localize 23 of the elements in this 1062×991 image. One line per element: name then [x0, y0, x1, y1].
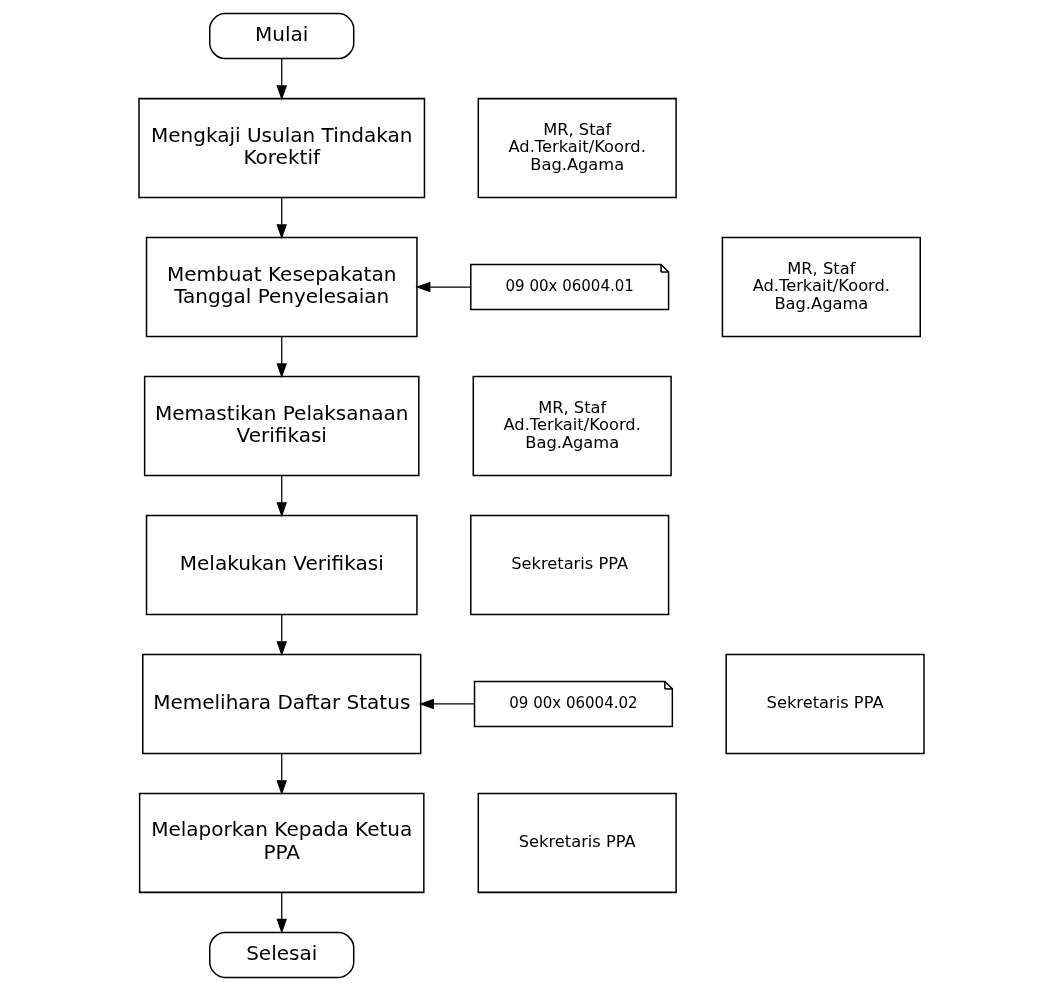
arrow	[275, 58, 287, 101]
arrow	[275, 614, 287, 657]
node-box: Sekretaris PPA	[469, 514, 669, 616]
arrow	[275, 197, 287, 240]
node-box: Sekretaris PPA	[724, 653, 925, 755]
node-box: Selesai	[208, 931, 354, 979]
node-box: Mengkaji Usulan Tindakan Korektif	[137, 97, 425, 199]
node-box: Melakukan Verifikasi	[145, 514, 418, 616]
arrow	[275, 753, 287, 796]
arrow	[275, 475, 287, 518]
node-box: Memastikan Pelaksanaan Verifikasi	[143, 375, 420, 477]
arrow	[418, 698, 475, 710]
arrow	[275, 336, 287, 379]
node-box: Melaporkan Kepada Ketua PPA	[138, 792, 425, 894]
node-box: Mulai	[208, 12, 354, 60]
node-box: MR, Staf Ad.Terkait/Koord. Bag.Agama	[472, 375, 672, 477]
node-box: MR, Staf Ad.Terkait/Koord. Bag.Agama	[721, 236, 921, 338]
node-box: Memelihara Daftar Status	[141, 653, 421, 755]
node-box: Sekretaris PPA	[477, 792, 677, 894]
arrow	[414, 281, 471, 293]
arrow	[275, 891, 287, 934]
node-box: MR, Staf Ad.Terkait/Koord. Bag.Agama	[477, 97, 677, 199]
node-box: Membuat Kesepakatan Tanggal Penyelesaian	[145, 236, 418, 338]
